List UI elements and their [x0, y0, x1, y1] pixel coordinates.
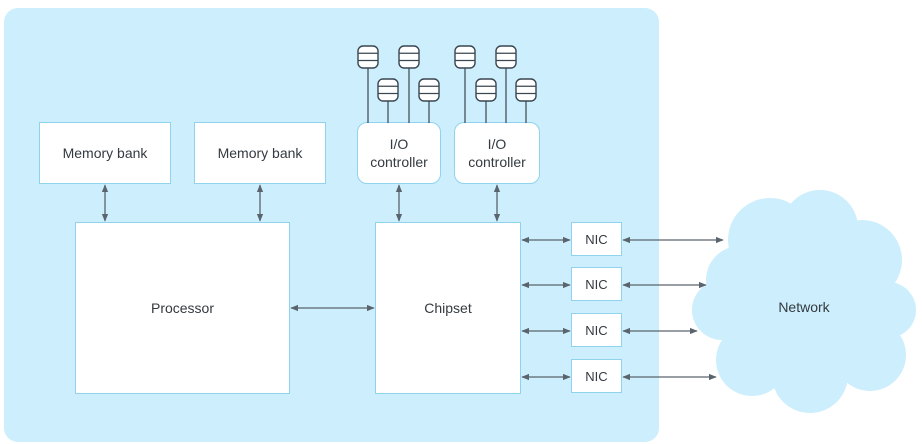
nic-1: NIC [571, 222, 622, 256]
nic-2: NIC [571, 267, 622, 301]
processor-box: Processor [75, 222, 290, 394]
nic-2-label: NIC [585, 276, 608, 292]
database-icon [475, 78, 497, 102]
database-icon [454, 45, 476, 69]
chipset-box: Chipset [375, 222, 521, 394]
nic-3-label: NIC [585, 322, 608, 338]
database-icon [377, 78, 399, 102]
nic-1-label: NIC [585, 231, 608, 247]
io-controller-1: I/O controller [357, 122, 441, 184]
memory-bank-1-label: Memory bank [62, 145, 148, 161]
cloud-icon [692, 190, 916, 413]
memory-bank-2-label: Memory bank [217, 145, 303, 161]
processor-label: Processor [150, 300, 215, 316]
database-icon [398, 45, 420, 69]
io-controller-1-label: I/O controller [370, 136, 428, 170]
network-label: Network [778, 299, 830, 315]
memory-bank-1: Memory bank [39, 122, 171, 184]
io-controller-2: I/O controller [454, 122, 540, 184]
database-icon [418, 78, 440, 102]
memory-bank-2: Memory bank [194, 122, 326, 184]
nic-3: NIC [571, 313, 622, 347]
database-icon [515, 78, 537, 102]
database-icon [495, 45, 517, 69]
chipset-label: Chipset [424, 300, 472, 316]
nic-4-label: NIC [585, 368, 608, 384]
nic-4: NIC [571, 359, 622, 393]
io-controller-2-label: I/O controller [468, 136, 526, 170]
database-icon [357, 45, 379, 69]
